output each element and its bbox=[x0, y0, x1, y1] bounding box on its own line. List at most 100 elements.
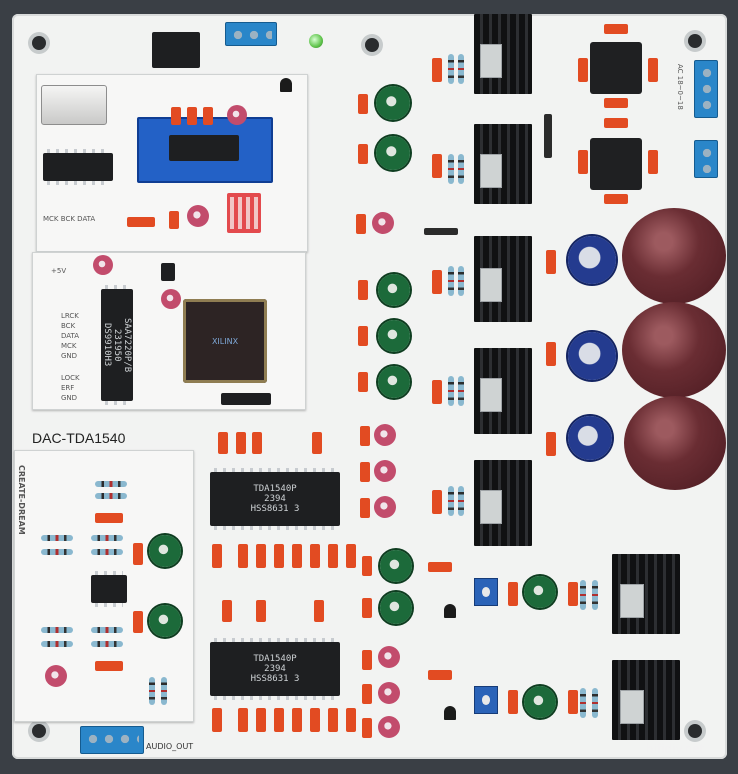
capacitor bbox=[274, 708, 284, 732]
filter-capacitor-large bbox=[622, 302, 726, 398]
regulator bbox=[620, 584, 644, 618]
capacitor bbox=[236, 432, 246, 454]
audio-out-label: AUDIO_OUT bbox=[146, 742, 194, 751]
regulator bbox=[480, 154, 502, 188]
electrolytic-capacitor bbox=[161, 289, 181, 309]
tda-lower-label-2: 2394 bbox=[264, 664, 286, 674]
capacitor bbox=[346, 544, 356, 568]
sub-board-digital: MCK BCK DATA bbox=[36, 74, 308, 252]
electrolytic-capacitor bbox=[93, 255, 113, 275]
capacitor bbox=[358, 372, 368, 392]
capacitor bbox=[328, 708, 338, 732]
resistor bbox=[41, 549, 73, 555]
tda-lower-label-3: HSS8631 3 bbox=[250, 674, 300, 684]
resistor bbox=[91, 641, 123, 647]
electrolytic-capacitor bbox=[149, 535, 181, 567]
regulator bbox=[480, 44, 502, 78]
resistor bbox=[448, 54, 454, 84]
electrolytic-capacitor bbox=[378, 682, 400, 704]
resistor bbox=[161, 677, 167, 705]
capacitor bbox=[362, 650, 372, 670]
brand-label: CREATE-DREAM bbox=[17, 465, 26, 535]
capacitor bbox=[604, 194, 628, 204]
saa-label-1: SAA7220P/B bbox=[122, 317, 132, 373]
resistor bbox=[91, 535, 123, 541]
electrolytic-capacitor bbox=[374, 496, 396, 518]
capacitor bbox=[362, 718, 372, 738]
capacitor bbox=[568, 582, 578, 606]
saa7220-chip: SAA7220P/B 231950 DS9910H3 bbox=[101, 285, 133, 405]
electrolytic-capacitor bbox=[568, 416, 612, 460]
capacitor bbox=[310, 708, 320, 732]
capacitor bbox=[133, 611, 143, 633]
resistor bbox=[458, 486, 464, 516]
capacitor bbox=[238, 708, 248, 732]
ic-8pin bbox=[43, 149, 113, 185]
resistor bbox=[91, 627, 123, 633]
electrolytic-capacitor bbox=[378, 274, 410, 306]
xilinx-cpld: XILINX bbox=[183, 299, 267, 383]
capacitor bbox=[432, 58, 442, 82]
bridge-rectifier bbox=[590, 138, 642, 190]
regulator bbox=[480, 490, 502, 524]
led bbox=[309, 34, 323, 48]
capacitor bbox=[222, 600, 232, 622]
capacitor bbox=[346, 708, 356, 732]
electrolytic-capacitor bbox=[149, 605, 181, 637]
trimmer-pot[interactable] bbox=[474, 686, 498, 714]
watermark: hifidiy.net bbox=[646, 742, 705, 756]
capacitor bbox=[95, 661, 123, 671]
diode bbox=[544, 114, 552, 158]
tda-upper-label-3: HSS8631 3 bbox=[250, 504, 300, 514]
pcb-board: MCK BCK DATA +5V SAA7220P/B 231950 DS991… bbox=[12, 14, 727, 759]
capacitor bbox=[432, 154, 442, 178]
filter-capacitor-large bbox=[624, 396, 726, 490]
mounting-hole bbox=[32, 36, 46, 50]
electrolytic-capacitor bbox=[378, 646, 400, 668]
silk-input-header: LRCK BCK DATA MCK GND bbox=[61, 312, 80, 360]
capacitor bbox=[568, 690, 578, 714]
resistor bbox=[41, 641, 73, 647]
capacitor bbox=[360, 426, 370, 446]
dip-switch[interactable] bbox=[227, 193, 261, 233]
capacitor bbox=[362, 684, 372, 704]
pin-header bbox=[221, 393, 271, 405]
resistor bbox=[580, 688, 586, 718]
electrolytic-capacitor bbox=[524, 576, 556, 608]
mounting-hole bbox=[32, 724, 46, 738]
silk-power: +5V bbox=[51, 267, 67, 275]
capacitor bbox=[432, 490, 442, 514]
receiver-module bbox=[137, 117, 273, 183]
capacitor bbox=[578, 150, 588, 174]
capacitor bbox=[358, 94, 368, 114]
capacitor bbox=[358, 326, 368, 346]
transistor bbox=[444, 604, 456, 618]
electrolytic-capacitor bbox=[227, 105, 247, 125]
screw-terminal bbox=[225, 22, 277, 46]
diode bbox=[424, 228, 458, 235]
capacitor bbox=[508, 690, 518, 714]
resistor bbox=[91, 549, 123, 555]
regulator-small bbox=[161, 263, 175, 281]
electrolytic-capacitor bbox=[378, 366, 410, 398]
capacitor bbox=[604, 98, 628, 108]
board-title: DAC-TDA1540 bbox=[32, 430, 126, 446]
capacitor bbox=[274, 544, 284, 568]
resistor bbox=[458, 54, 464, 84]
electrolytic-capacitor bbox=[376, 136, 410, 170]
resistor bbox=[458, 154, 464, 184]
capacitor bbox=[212, 708, 222, 732]
capacitor bbox=[218, 432, 228, 454]
trimmer-pot[interactable] bbox=[474, 578, 498, 606]
tda1540-upper: TDA1540P 2394 HSS8631 3 bbox=[210, 468, 340, 530]
crystal-oscillator bbox=[41, 85, 107, 125]
capacitor bbox=[310, 544, 320, 568]
capacitor bbox=[546, 250, 556, 274]
electrolytic-capacitor bbox=[376, 86, 410, 120]
electrolytic-capacitor bbox=[568, 236, 616, 284]
electrolytic-capacitor bbox=[380, 592, 412, 624]
ac9v-input-terminal bbox=[694, 140, 718, 178]
capacitor bbox=[546, 342, 556, 366]
capacitor bbox=[508, 582, 518, 606]
electrolytic-capacitor bbox=[524, 686, 556, 718]
